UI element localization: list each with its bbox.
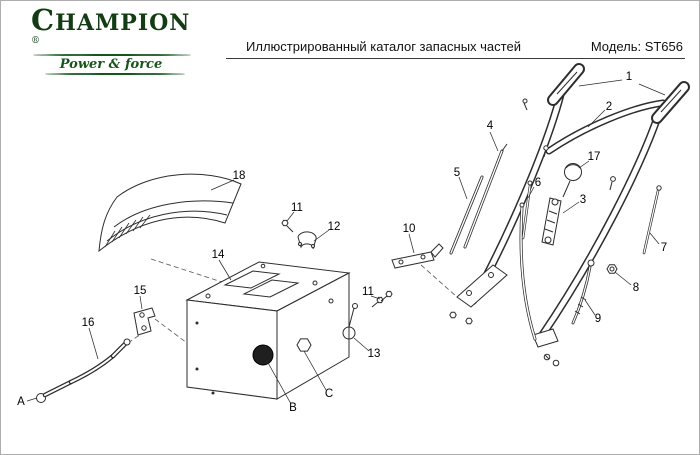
callout-1: 1: [626, 71, 632, 83]
part-17-knob: [562, 163, 582, 198]
callout-13: 13: [368, 348, 381, 360]
header-divider: [226, 58, 685, 59]
callout-7: 7: [661, 242, 667, 254]
console-round-hole-B: [252, 344, 274, 366]
callout-5: 5: [454, 167, 460, 179]
part-4-rod: [463, 143, 508, 249]
assembly-dashed-lines: [127, 258, 458, 344]
callout-4: 4: [487, 120, 494, 132]
part-2-handlebar: [449, 89, 667, 367]
part-14-console: [185, 261, 351, 400]
logo-tagline: Power & force: [59, 57, 163, 73]
callout-9: 9: [595, 313, 601, 325]
callout-16: 16: [82, 317, 95, 329]
model-label: Модель: ST656: [590, 39, 683, 54]
callout-3: 3: [580, 194, 586, 206]
callout-leader-lines: [26, 79, 666, 405]
callout-15: 15: [134, 285, 147, 297]
logo-tagline-underline: [45, 73, 185, 76]
part-13-pin-ring: [342, 303, 358, 340]
callout-12: 12: [328, 221, 341, 233]
callout-10: 10: [403, 223, 416, 235]
callout-14: 14: [212, 249, 225, 261]
callout-labels: 1 2 3 4 5 6 7 8 9 10 11 11 12 13 14 15 1…: [17, 71, 667, 414]
part-9-spring-rod: [571, 259, 595, 325]
callout-C: C: [325, 388, 333, 400]
callout-6: 6: [535, 177, 541, 189]
callout-B: B: [289, 402, 297, 414]
part-12-clamp: [297, 231, 317, 250]
callout-A: A: [17, 396, 25, 408]
part-7-rod: [642, 185, 662, 255]
logo-underline: [33, 54, 191, 57]
catalog-title: Иллюстрированный каталог запасных частей: [246, 39, 521, 54]
part-1-grips: [547, 63, 690, 124]
deflector-hatching: [104, 214, 151, 248]
callout-8: 8: [633, 282, 639, 294]
callout-11-lower: 11: [362, 286, 374, 298]
registered-mark-icon: ®: [31, 36, 40, 46]
callout-17: 17: [588, 151, 601, 163]
console-hex-hole-C: [296, 338, 312, 352]
callout-11-upper: 11: [291, 202, 303, 214]
part-6-link: [521, 180, 533, 240]
part-8-bolt: [606, 264, 618, 274]
logo-brand-text: CHAMPION: [31, 3, 191, 37]
callout-2: 2: [606, 101, 612, 113]
part-5-rod: [449, 175, 484, 255]
part-10-bracket: [391, 243, 444, 269]
part-3-lever: [541, 197, 562, 246]
part-15-bracket: [133, 307, 156, 336]
center-cable-rod: [519, 202, 537, 341]
part-16-crank: [36, 338, 131, 403]
callout-18: 18: [233, 170, 246, 182]
part-18-deflector: [98, 173, 242, 253]
champion-logo: CHAMPION® Power & force: [31, 3, 201, 76]
